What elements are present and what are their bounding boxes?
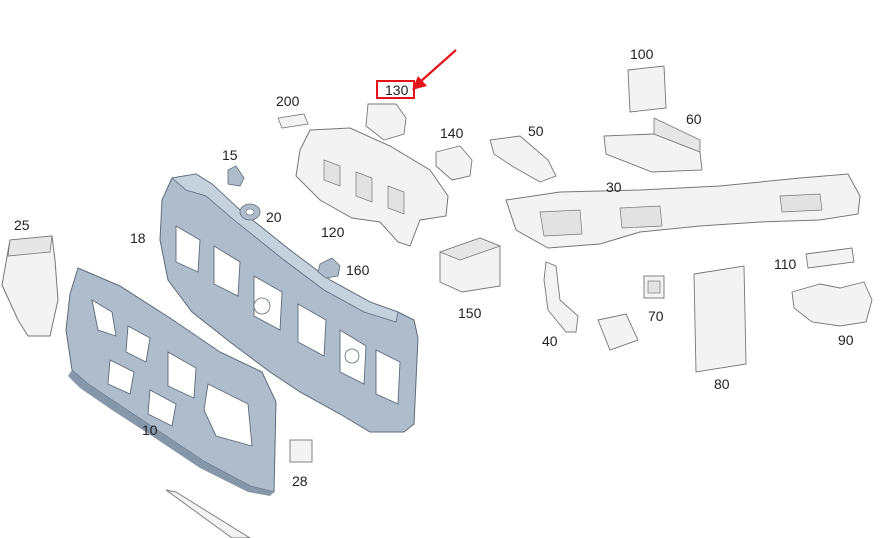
part-10-firewall-inner-panel[interactable]: [65, 267, 277, 496]
label-80[interactable]: 80: [714, 376, 730, 392]
part-70-cap[interactable]: [643, 275, 665, 299]
label-15[interactable]: 15: [222, 147, 238, 163]
label-140[interactable]: 140: [440, 125, 464, 141]
label-200[interactable]: 200: [276, 93, 300, 109]
label-120[interactable]: 120: [321, 224, 345, 240]
label-150[interactable]: 150: [458, 305, 482, 321]
unlabeled-block[interactable]: [597, 313, 639, 351]
highlight-box-130: [376, 80, 415, 99]
label-18[interactable]: 18: [130, 230, 146, 246]
label-130[interactable]: 130: [385, 82, 409, 98]
part-90-cover[interactable]: [791, 281, 873, 327]
part-20-grommet[interactable]: [239, 203, 261, 221]
part-60-insulation[interactable]: [603, 117, 703, 173]
label-160[interactable]: 160: [346, 262, 370, 278]
label-70[interactable]: 70: [648, 308, 664, 324]
part-160-clip[interactable]: [317, 257, 341, 279]
highlight-arrow: [412, 49, 457, 90]
part-140-block[interactable]: [435, 145, 473, 181]
part-130-cover[interactable]: [365, 103, 407, 141]
label-28[interactable]: 28: [292, 473, 308, 489]
part-120-dash-insulation[interactable]: [295, 127, 449, 247]
label-90[interactable]: 90: [838, 332, 854, 348]
label-60[interactable]: 60: [686, 111, 702, 127]
label-50[interactable]: 50: [528, 123, 544, 139]
part-200-pad[interactable]: [277, 113, 309, 129]
part-50-bracket[interactable]: [489, 135, 557, 183]
part-28-pad[interactable]: [289, 439, 313, 463]
part-100-pad[interactable]: [627, 65, 667, 113]
label-10[interactable]: 10: [142, 422, 158, 438]
label-110[interactable]: 110: [774, 256, 797, 272]
part-110-strip[interactable]: [805, 247, 855, 269]
part-40-strip[interactable]: [543, 261, 579, 333]
label-40[interactable]: 40: [542, 333, 558, 349]
label-30[interactable]: 30: [606, 179, 622, 195]
part-25-insulation-pad[interactable]: [1, 235, 59, 337]
bottom-strip-part[interactable]: [165, 489, 251, 538]
label-25[interactable]: 25: [14, 217, 30, 233]
label-100[interactable]: 100: [630, 46, 654, 62]
part-150-block[interactable]: [438, 237, 502, 293]
part-15-bracket[interactable]: [227, 165, 245, 187]
part-18-firewall-assembly[interactable]: [159, 173, 419, 433]
part-80-sheet[interactable]: [693, 265, 747, 373]
part-30-tunnel-insulation[interactable]: [505, 173, 861, 249]
label-20[interactable]: 20: [266, 209, 282, 225]
